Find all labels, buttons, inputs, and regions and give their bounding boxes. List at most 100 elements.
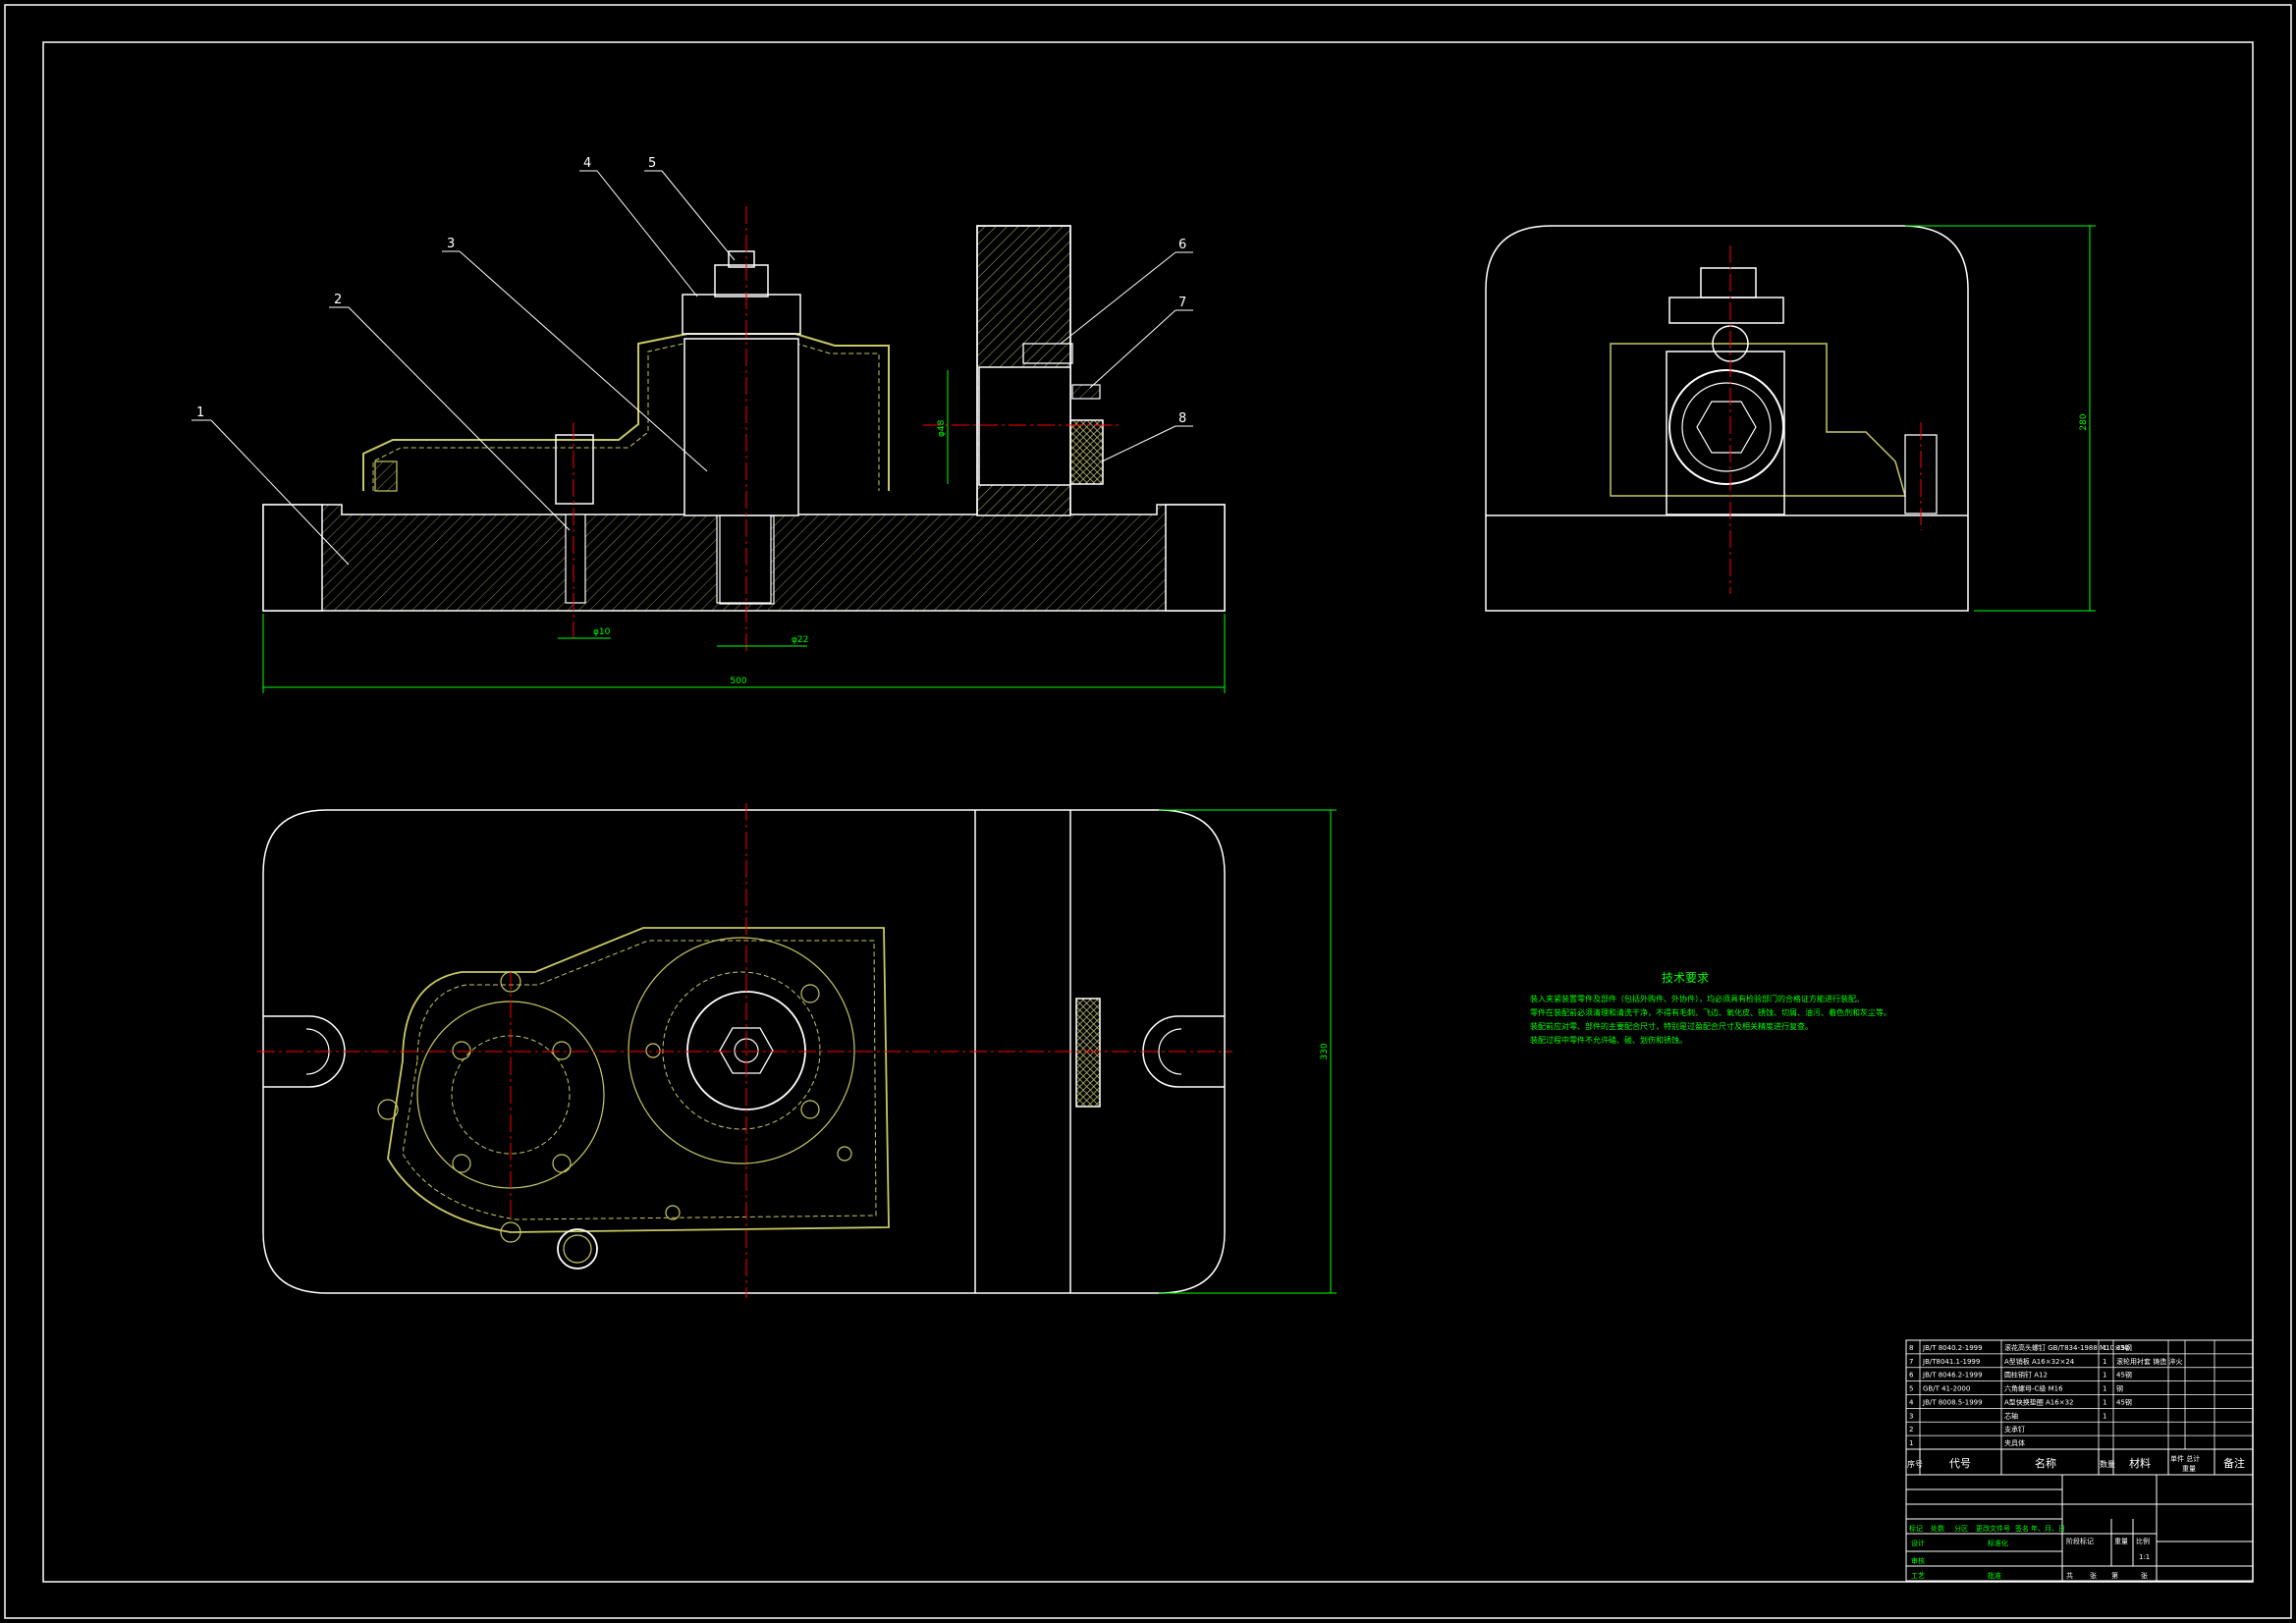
plan-hole bbox=[452, 1154, 471, 1173]
svg-text:5: 5 bbox=[648, 156, 656, 171]
part-no: 5 bbox=[1909, 1385, 1913, 1393]
balloon-1: 1 bbox=[191, 406, 350, 566]
plan-workpiece bbox=[387, 927, 890, 1233]
side-bore-inner bbox=[1681, 382, 1772, 472]
hdr-name: 名称 bbox=[2035, 1456, 2056, 1470]
inner-border bbox=[42, 41, 2254, 1583]
part-qty: 1 bbox=[2103, 1344, 2106, 1352]
plan-right-boss-inner bbox=[662, 971, 821, 1130]
part-name: 六角螺母-C级 M16 bbox=[2004, 1384, 2063, 1393]
dim-overall-text: 500 bbox=[730, 676, 746, 686]
plan-knurled-screw bbox=[1075, 998, 1101, 1108]
stage-h-2: 比例 bbox=[2136, 1537, 2150, 1545]
part-qty: 1 bbox=[2103, 1385, 2106, 1393]
hex-nut bbox=[714, 264, 769, 298]
part-qty: 1 bbox=[2103, 1412, 2106, 1420]
part-code: JB/T 8046.2-1999 bbox=[1922, 1372, 1983, 1380]
part-qty: 1 bbox=[2103, 1372, 2106, 1380]
svg-text:7: 7 bbox=[1178, 296, 1186, 310]
support-pin bbox=[555, 434, 594, 505]
workpiece-outline bbox=[362, 333, 890, 491]
base-left-lug bbox=[262, 504, 323, 612]
tech-notes-title: 技术要求 bbox=[1662, 971, 1709, 985]
dim-width-text: 330 bbox=[1320, 1043, 1330, 1059]
rev-h-2: 分区 bbox=[1954, 1524, 1968, 1533]
dim-height-text: 280 bbox=[2079, 413, 2089, 430]
part-no: 1 bbox=[1909, 1439, 1913, 1447]
parts-row: 7 JB/T8041.1-1999 A型销板 A16×32×24 1 滚轮用衬套 铸造 … bbox=[1909, 1357, 2182, 1366]
base-right-lug bbox=[1165, 504, 1226, 612]
part-no: 7 bbox=[1909, 1358, 1913, 1366]
stud bbox=[728, 250, 755, 268]
part-code: JB/T 8040.2-1999 bbox=[1922, 1344, 1983, 1352]
slide-sleeve bbox=[978, 366, 1071, 486]
workpiece-boss-left bbox=[374, 460, 398, 492]
part-qty: 1 bbox=[2103, 1398, 2106, 1406]
balloon-7: 7 bbox=[1089, 296, 1193, 389]
part-code: JB/T 8008.5-1999 bbox=[1922, 1398, 1983, 1406]
plan-hex-nut bbox=[719, 1027, 774, 1074]
svg-text:3: 3 bbox=[447, 237, 455, 251]
balloon-3: 3 bbox=[442, 237, 708, 472]
svg-text:6: 6 bbox=[1178, 238, 1186, 252]
sheet-2: 第 bbox=[2111, 1571, 2118, 1580]
workpiece-inner bbox=[372, 341, 880, 491]
hdr-no: 序号 bbox=[1907, 1459, 1923, 1469]
u-slot-right-inner bbox=[1158, 1028, 1182, 1075]
scale-value: 1:1 bbox=[2139, 1553, 2150, 1561]
part-name: 芯轴 bbox=[2004, 1411, 2018, 1420]
side-mandrel bbox=[1666, 351, 1785, 515]
part-name: 滚花高头螺钉 GB/T834-1988 M10×30 bbox=[2004, 1343, 2129, 1352]
plan-view: 330 bbox=[257, 803, 1337, 1298]
role-1: 标准化 bbox=[1988, 1539, 2008, 1547]
hdr-code: 代号 bbox=[1949, 1457, 1971, 1470]
pin-plate bbox=[1071, 384, 1101, 400]
rev-h-3: 更改文件号 bbox=[1976, 1524, 2010, 1533]
plan-hole bbox=[645, 1043, 661, 1058]
part-name: A型快换垫圈 A16×32 bbox=[2004, 1397, 2073, 1406]
hdr-remark: 备注 bbox=[2223, 1456, 2245, 1470]
svg-text:2: 2 bbox=[334, 293, 342, 307]
side-workpiece bbox=[1610, 343, 1906, 497]
part-name: A型销板 A16×32×24 bbox=[2004, 1357, 2075, 1366]
side-hex bbox=[1696, 401, 1757, 454]
role-2: 审核 bbox=[1911, 1556, 1925, 1565]
mandrel bbox=[683, 338, 799, 516]
part-no: 6 bbox=[1909, 1372, 1914, 1380]
part-qty: 1 bbox=[2103, 1358, 2106, 1366]
title-block: 标记 处数 分区 更改文件号 签名 年、月、日 设计 标准化 审核 工艺 批准 … bbox=[1905, 1474, 2254, 1582]
plan-hole bbox=[552, 1154, 572, 1173]
svg-text:4: 4 bbox=[583, 156, 591, 171]
part-material: 45钢 bbox=[2116, 1397, 2132, 1406]
dim-fit2-text: φ22 bbox=[792, 635, 808, 645]
plan-workpiece-inner bbox=[402, 940, 877, 1220]
dim-fit1-text: φ10 bbox=[593, 627, 611, 637]
dim-fit4-text: φ48 bbox=[937, 419, 947, 437]
tech-note-line-2: 零件在装配前必须清理和清洗干净，不得有毛刺、飞边、氧化皮、锈蚀、切屑、油污、着色… bbox=[1530, 1007, 1891, 1017]
plan-support-pin bbox=[557, 1228, 598, 1270]
tech-note-line-4: 装配过程中零件不允许磕、碰、划伤和锈蚀。 bbox=[1530, 1035, 1687, 1045]
front-section-view: 500 φ10 φ22 φ48 1 2 3 4 5 6 bbox=[191, 156, 1226, 693]
rev-h-1: 处数 bbox=[1931, 1524, 1944, 1533]
role-0: 设计 bbox=[1911, 1539, 1925, 1547]
balloon-6: 6 bbox=[1060, 238, 1193, 345]
part-material: 钢 bbox=[2116, 1384, 2123, 1393]
svg-text:1: 1 bbox=[196, 406, 204, 420]
plan-hole bbox=[837, 1146, 852, 1162]
part-code: JB/T8041.1-1999 bbox=[1922, 1358, 1980, 1366]
hdr-material: 材料 bbox=[2129, 1456, 2151, 1470]
part-material: 滚轮用衬套 铸造 淬火 bbox=[2116, 1357, 2182, 1366]
part-no: 3 bbox=[1909, 1412, 1913, 1420]
part-code: GB/T 41-2000 bbox=[1923, 1385, 1970, 1393]
hdr-qty: 数量 bbox=[2100, 1459, 2115, 1469]
mandrel-hole bbox=[716, 514, 772, 604]
balloon-2: 2 bbox=[329, 293, 571, 531]
side-washer bbox=[1668, 297, 1784, 324]
